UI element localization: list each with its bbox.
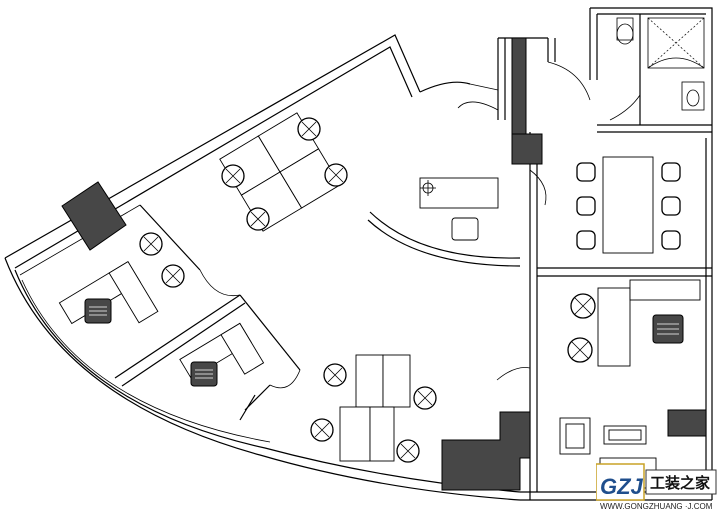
chair xyxy=(413,386,437,410)
chair xyxy=(161,264,185,288)
column-bottom-right xyxy=(667,409,707,437)
chair xyxy=(570,293,596,319)
chair xyxy=(652,314,684,344)
chair xyxy=(576,196,596,216)
logo-brand-cn: 工装之家 xyxy=(650,474,710,492)
gongzhuang-watermark-logo: GZJ 工装之家 WWW.GONGZHUANG ·J.COM xyxy=(596,463,717,511)
chair xyxy=(576,230,596,250)
column-bottom-center xyxy=(441,411,531,491)
chair xyxy=(323,363,347,387)
chair xyxy=(297,117,321,141)
core-column-base xyxy=(511,133,543,165)
middle-office-desk xyxy=(179,322,265,379)
chair xyxy=(190,361,218,387)
logo-url: WWW.GONGZHUANG ·J.COM xyxy=(600,502,713,511)
workstation-cluster-lower xyxy=(339,354,411,462)
workstation-cluster-upper xyxy=(219,112,341,232)
logo-mark-text: GZJ xyxy=(600,474,644,499)
meeting-table xyxy=(602,156,654,254)
chair xyxy=(221,164,245,188)
chair xyxy=(576,162,596,182)
chair xyxy=(661,230,681,250)
chair xyxy=(324,163,348,187)
chair xyxy=(139,232,163,256)
interior-partitions xyxy=(114,204,521,421)
chairs xyxy=(84,117,684,463)
chair xyxy=(661,162,681,182)
chair xyxy=(396,439,420,463)
chair xyxy=(246,207,270,231)
logo-text-box xyxy=(645,469,717,495)
logo-mark-frame xyxy=(596,463,645,501)
reception-desk xyxy=(419,177,499,241)
chair xyxy=(567,337,593,363)
right-office-desk xyxy=(597,279,701,367)
chair xyxy=(310,418,334,442)
chair xyxy=(661,196,681,216)
chair xyxy=(84,298,112,324)
restroom xyxy=(616,17,705,111)
core-column-tall xyxy=(511,37,527,137)
column-upper-left xyxy=(61,181,127,251)
